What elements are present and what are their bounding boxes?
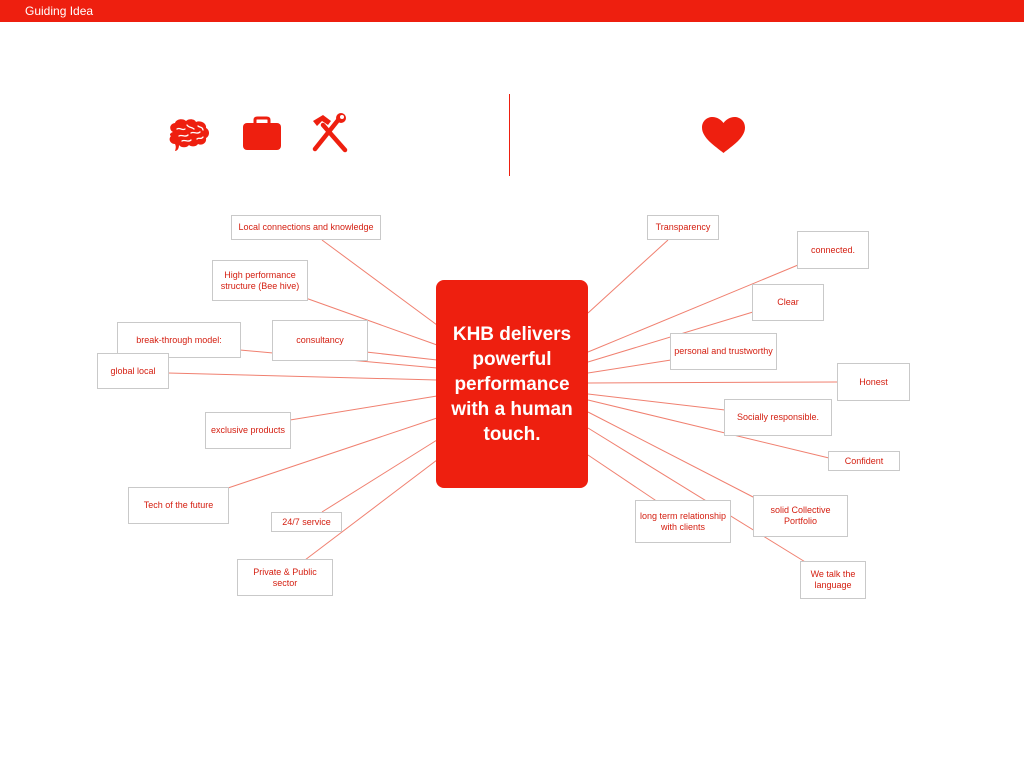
node-private-public-sector: Private & Public sector xyxy=(237,559,333,596)
node-global-local: global local xyxy=(97,353,169,389)
briefcase-icon xyxy=(243,116,281,150)
connector-line xyxy=(587,239,669,314)
node-exclusive-products: exclusive products xyxy=(205,412,291,449)
node-connected: connected. xyxy=(797,231,869,269)
page-title: Guiding Idea xyxy=(25,4,94,18)
node-high-performance-structure: High performance structure (Bee hive) xyxy=(212,260,308,301)
connector-line xyxy=(587,264,799,353)
connector-line xyxy=(299,295,438,346)
node-confident: Confident xyxy=(828,451,900,471)
node-honest: Honest xyxy=(837,363,910,401)
connector-line xyxy=(167,372,438,381)
brain-icon xyxy=(169,119,209,151)
title-bar: Guiding Idea xyxy=(0,0,1024,22)
node-long-term-relationship: long term relationship with clients xyxy=(635,500,731,543)
node-socially-responsible: Socially responsible. xyxy=(724,399,832,436)
node-solid-collective-portfolio: solid Collective Portfolio xyxy=(753,495,848,537)
node-personal-and-trustworthy: personal and trustworthy xyxy=(670,333,777,370)
connector-line xyxy=(321,239,438,326)
connector-line xyxy=(365,351,438,361)
connector-line xyxy=(227,417,438,489)
node-tech-of-the-future: Tech of the future xyxy=(128,487,229,524)
connector-line xyxy=(587,399,830,459)
node-clear: Clear xyxy=(752,284,824,321)
connector-line xyxy=(321,439,438,513)
connector-line xyxy=(587,454,659,503)
connector-line xyxy=(289,395,438,421)
divider xyxy=(509,94,510,176)
central-idea: KHB delivers powerful performance with a… xyxy=(436,280,588,488)
node-local-connections: Local connections and knowledge xyxy=(231,215,381,240)
node-transparency: Transparency xyxy=(647,215,719,240)
hammer-wrench-icon xyxy=(312,113,348,153)
connector-line xyxy=(587,393,726,411)
connector-line xyxy=(587,381,839,384)
node-break-through-model: break-through model: xyxy=(117,322,241,358)
connector-line xyxy=(587,427,816,569)
connector-line xyxy=(587,359,672,374)
heart-icon xyxy=(702,117,745,153)
node-24-7-service: 24/7 service xyxy=(271,512,342,532)
node-we-talk-the-language: We talk the language xyxy=(800,561,866,599)
connector-line xyxy=(587,411,756,499)
node-consultancy: consultancy xyxy=(272,320,368,361)
connector-line xyxy=(304,459,438,561)
